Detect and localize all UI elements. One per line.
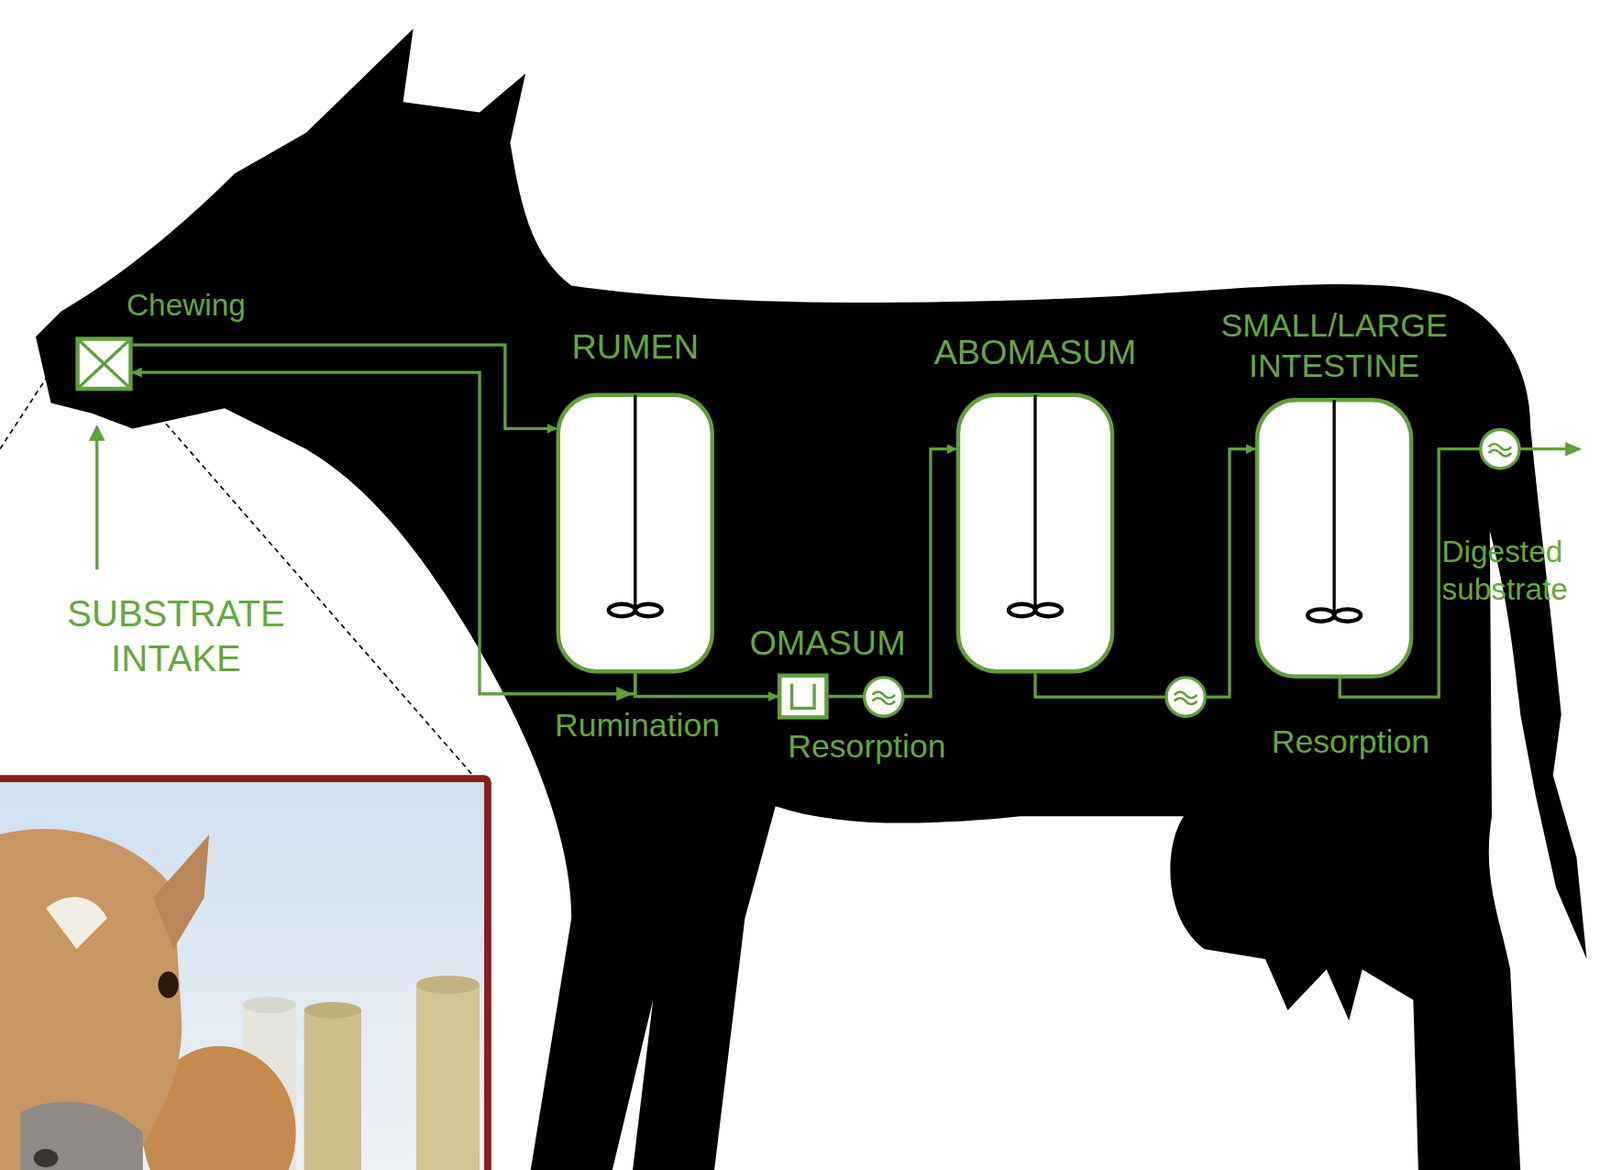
flow-connector	[132, 344, 557, 429]
photo-silo	[304, 1010, 362, 1170]
stirrer-shaft	[633, 395, 637, 611]
filter-frame	[779, 675, 827, 718]
intake-arrowhead	[88, 424, 106, 442]
photo-cow-muzzle	[20, 1101, 144, 1170]
mill-cross	[79, 341, 129, 387]
tank-wall	[1257, 399, 1412, 677]
photo-cow-ear	[153, 834, 210, 949]
process-label: Resorption	[1250, 722, 1450, 762]
photo-cow-eye	[157, 971, 178, 998]
flow-connector	[635, 673, 778, 697]
stirrer-blade	[608, 604, 636, 617]
stirrer-blade	[1008, 604, 1036, 617]
photo-cow-nostril	[33, 1148, 59, 1168]
heat-exchanger-symbol	[864, 677, 904, 717]
stirrer-blade	[1035, 604, 1062, 617]
flow-arrowhead	[616, 686, 633, 702]
stirrer-shaft	[1033, 395, 1037, 611]
chewing-box: Chewing	[75, 336, 133, 391]
chewing-box-outline	[75, 336, 133, 391]
reactor-tank-outline	[556, 392, 715, 674]
process-label: Rumination	[532, 706, 742, 746]
cow-silhouette	[35, 28, 1588, 1170]
node-heading: Chewing	[126, 286, 300, 324]
mill-box	[77, 338, 132, 389]
photo-silo	[242, 996, 297, 1014]
reactor-tank: ABOMASUM	[956, 392, 1115, 674]
filter-box-outline	[777, 673, 829, 720]
output-label: Digested substrate	[1441, 532, 1600, 608]
process-label: Resorption	[767, 726, 967, 766]
tank-wall	[558, 395, 713, 673]
node-heading: OMASUM	[720, 622, 936, 665]
heat-exchanger-symbol	[1166, 677, 1205, 717]
zoom-leader-line	[147, 403, 477, 782]
zoom-leader-line	[0, 375, 48, 450]
photo-cow-head	[0, 828, 182, 1170]
intake-arrow	[95, 432, 99, 570]
photo-silo	[416, 975, 480, 994]
photo-silo	[304, 1002, 362, 1019]
filter-box: OMASUM	[777, 673, 829, 720]
reactor-tank: SMALL/LARGE INTESTINE	[1255, 397, 1413, 679]
reactor-tank: RUMEN	[556, 392, 715, 674]
filter-cup	[792, 684, 815, 709]
stirrer-shaft	[1332, 399, 1336, 616]
reactor-tank-outline	[1255, 397, 1413, 679]
stirrer-blade	[1334, 608, 1361, 621]
photo-cow-blaze	[45, 896, 108, 949]
photo-inset	[0, 778, 488, 1170]
node-heading: SMALL/LARGE INTESTINE	[1173, 306, 1496, 387]
heat-exchanger-symbol	[1480, 430, 1520, 469]
stirrer-blade	[635, 604, 663, 617]
input-label: SUBSTRATE INTAKE	[41, 591, 312, 682]
tank-wall	[958, 395, 1113, 673]
photo-silo	[416, 984, 480, 1170]
node-heading: RUMEN	[515, 325, 756, 368]
photo-frame	[0, 778, 488, 1170]
node-heading: ABOMASUM	[874, 331, 1197, 375]
stirrer-blade	[1307, 608, 1335, 621]
reactor-tank-outline	[956, 392, 1115, 674]
